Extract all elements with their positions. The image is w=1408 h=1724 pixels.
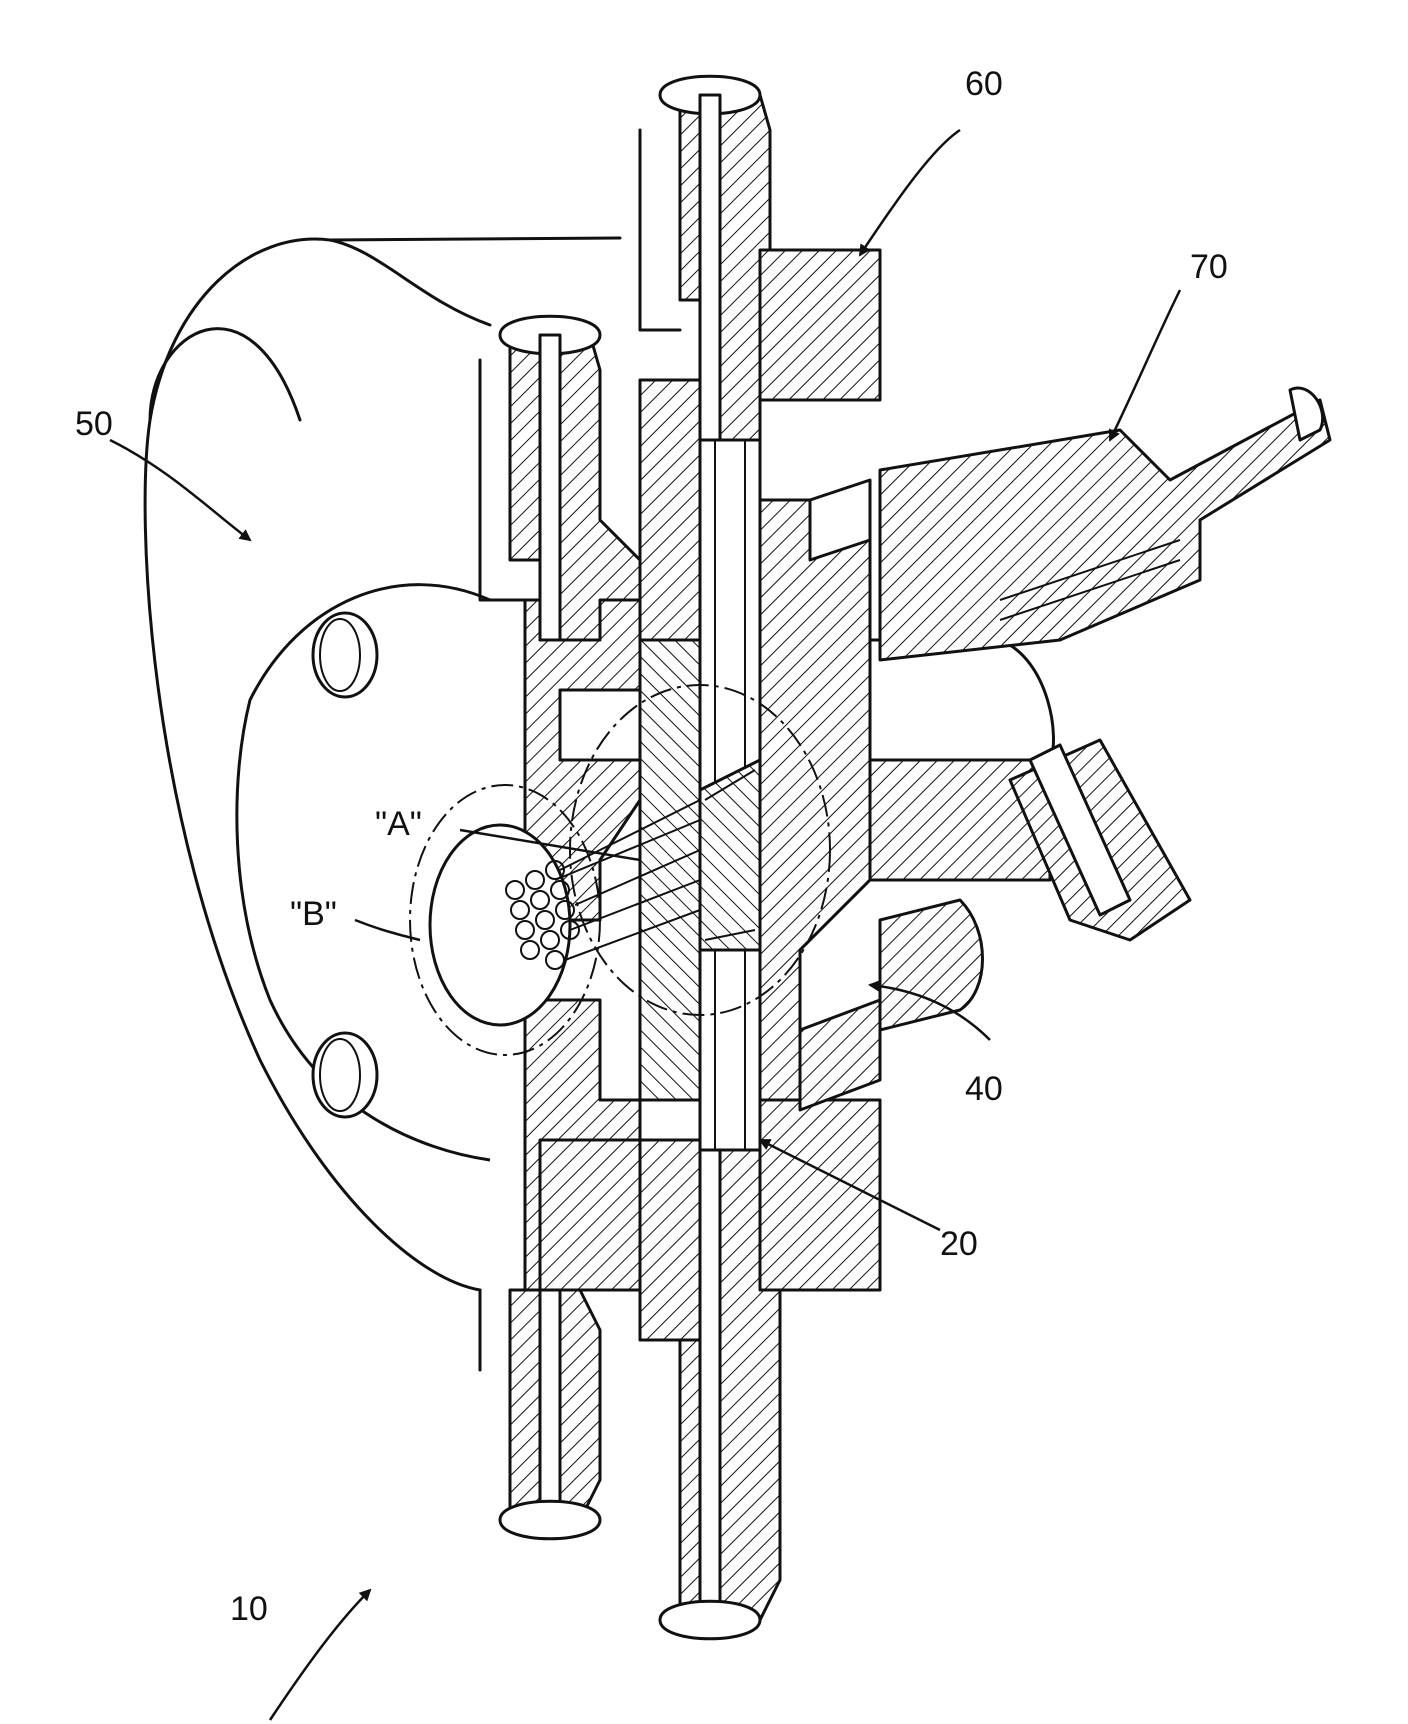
central-bore <box>700 440 760 1150</box>
label-10: 10 <box>230 1590 268 1628</box>
bolt-hole-upper <box>313 613 377 697</box>
label-50: 50 <box>75 405 113 443</box>
arrow-10 <box>270 1590 370 1720</box>
label-60: 60 <box>965 65 1003 103</box>
label-a: "A" <box>375 805 422 843</box>
label-40: 40 <box>965 1070 1003 1108</box>
label-20: 20 <box>940 1225 978 1263</box>
arrow-70 <box>1110 290 1180 440</box>
left-lower-fitting <box>500 1140 640 1539</box>
label-70: 70 <box>1190 248 1228 286</box>
arrow-50 <box>110 440 250 540</box>
left-upper-fitting <box>480 316 700 640</box>
label-b: "B" <box>290 895 337 933</box>
bolt-hole-lower <box>313 1033 377 1117</box>
arrow-60 <box>860 130 960 255</box>
